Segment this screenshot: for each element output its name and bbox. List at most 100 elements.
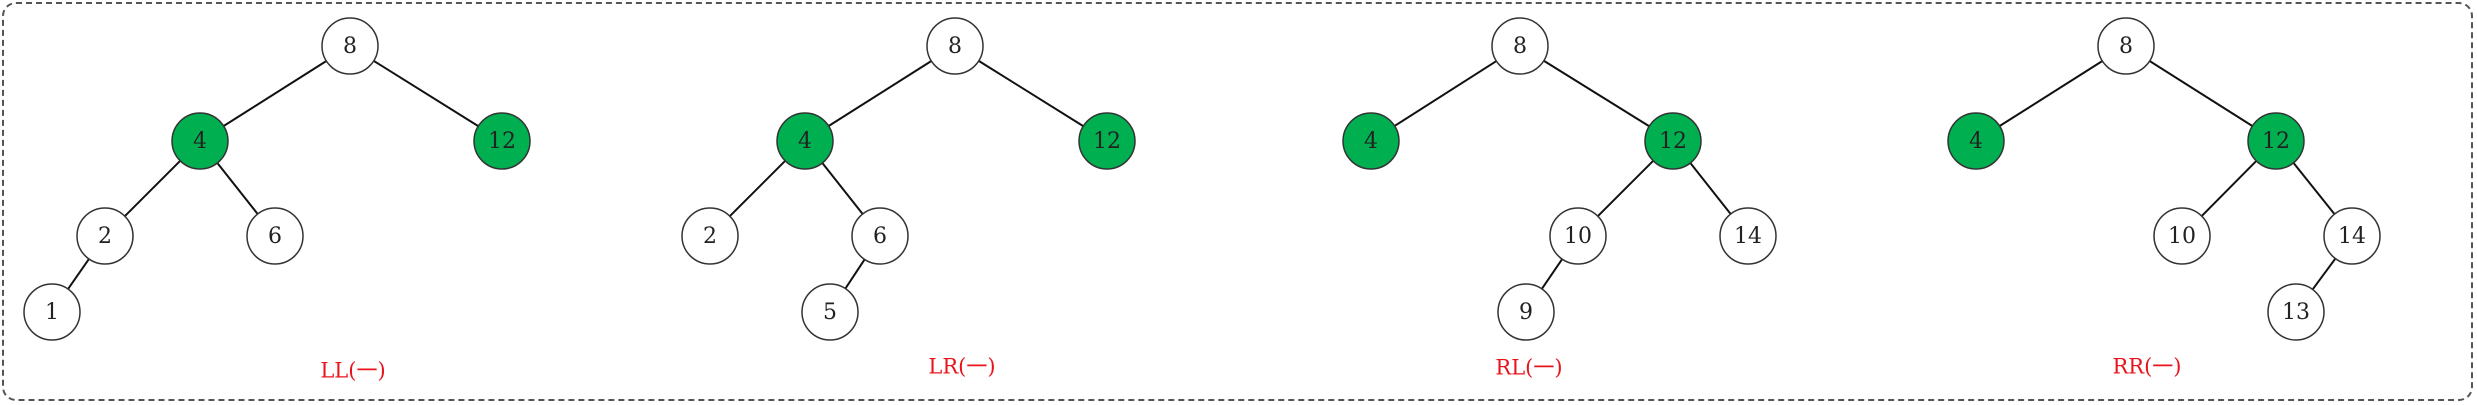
- edge-n2-n1: [67, 258, 90, 290]
- tree-node: 10: [2153, 207, 2211, 265]
- node-label: 14: [1734, 224, 1762, 249]
- node-label: 5: [823, 300, 837, 325]
- node-circle: [1342, 112, 1400, 170]
- tree-node: 14: [2323, 207, 2381, 265]
- case-caption: RR(一): [2112, 355, 2181, 379]
- node-circle: [171, 112, 229, 170]
- tree-node: 6: [246, 207, 304, 265]
- edge-n4-n6: [821, 162, 864, 215]
- node-label: 8: [343, 34, 357, 59]
- tree-node: 8: [926, 17, 984, 75]
- node-circle: [1491, 17, 1549, 75]
- node-label: 12: [2262, 129, 2290, 154]
- node-circle: [2097, 17, 2155, 75]
- edge-n12-n14: [2292, 162, 2336, 215]
- case-caption: RL(一): [1495, 356, 1562, 380]
- edge-n8-n12: [2149, 60, 2253, 127]
- node-label: 8: [2119, 34, 2133, 59]
- tree-node: 12: [2247, 112, 2305, 170]
- case-caption: LL(一): [320, 359, 385, 383]
- edge-n8-n12: [1543, 59, 1650, 128]
- tree-node: 12: [1644, 112, 1702, 170]
- tree-node: 4: [171, 112, 229, 170]
- node-circle: [1947, 112, 2005, 170]
- tree-node: 12: [1078, 112, 1136, 170]
- node-circle: [23, 283, 81, 341]
- node-circle: [1549, 207, 1607, 265]
- node-label: 12: [1659, 129, 1687, 154]
- tree-node: 12: [473, 112, 531, 170]
- edge-n8-n12: [373, 59, 479, 128]
- node-label: 12: [488, 129, 516, 154]
- node-circle: [76, 207, 134, 265]
- node-label: 4: [193, 129, 207, 154]
- node-label: 14: [2338, 224, 2366, 249]
- edge-n14-n13: [2311, 257, 2337, 291]
- node-circle: [321, 17, 379, 75]
- node-label: 8: [1513, 34, 1527, 59]
- node-label: 1: [45, 300, 59, 325]
- edge-n8-n4: [223, 60, 327, 127]
- node-label: 2: [703, 224, 717, 249]
- case-caption: LR(一): [928, 355, 995, 379]
- node-label: 10: [2168, 224, 2196, 249]
- tree-1: 8 4 12 2 6 1LL(一): [23, 17, 531, 383]
- node-circle: [473, 112, 531, 170]
- tree-node: 8: [2097, 17, 2155, 75]
- tree-node: 4: [1947, 112, 2005, 170]
- node-label: 9: [1519, 300, 1533, 325]
- edge-n4-n2: [729, 160, 786, 217]
- tree-3: 8 4 12 10 14 9RL(一): [1342, 17, 1777, 380]
- node-circle: [851, 207, 909, 265]
- node-label: 4: [1364, 129, 1378, 154]
- node-label: 6: [268, 224, 282, 249]
- tree-node: 4: [776, 112, 834, 170]
- node-circle: [1497, 283, 1555, 341]
- edge-n4-n6: [216, 162, 259, 215]
- tree-node: 6: [851, 207, 909, 265]
- edge-n4-n2: [124, 160, 181, 217]
- tree-node: 8: [321, 17, 379, 75]
- tree-node: 2: [681, 207, 739, 265]
- tree-node: 14: [1719, 207, 1777, 265]
- edge-n6-n5: [844, 258, 866, 290]
- edge-n12-n10: [2200, 160, 2258, 217]
- node-label: 12: [1093, 129, 1121, 154]
- node-circle: [926, 17, 984, 75]
- tree-node: 13: [2267, 283, 2325, 341]
- edge-n12-n14: [1689, 162, 1732, 215]
- node-circle: [2267, 283, 2325, 341]
- node-label: 13: [2282, 300, 2310, 325]
- edge-n12-n10: [1597, 160, 1654, 217]
- node-label: 2: [98, 224, 112, 249]
- tree-node: 8: [1491, 17, 1549, 75]
- tree-node: 9: [1497, 283, 1555, 341]
- node-circle: [2247, 112, 2305, 170]
- edge-n8-n4: [828, 60, 932, 127]
- node-circle: [2323, 207, 2381, 265]
- node-circle: [1719, 207, 1777, 265]
- node-label: 4: [1969, 129, 1983, 154]
- edge-n8-n12: [978, 59, 1084, 128]
- node-label: 4: [798, 129, 812, 154]
- tree-node: 5: [801, 283, 859, 341]
- edge-n8-n4: [1394, 60, 1497, 127]
- tree-node: 10: [1549, 207, 1607, 265]
- node-label: 8: [948, 34, 962, 59]
- tree-node: 2: [76, 207, 134, 265]
- edge-n10-n9: [1540, 258, 1564, 290]
- tree-node: 1: [23, 283, 81, 341]
- tree-2: 8 4 12 2 6 5LR(一): [681, 17, 1136, 379]
- node-circle: [246, 207, 304, 265]
- node-circle: [681, 207, 739, 265]
- node-circle: [776, 112, 834, 170]
- tree-node: 4: [1342, 112, 1400, 170]
- node-circle: [1644, 112, 1702, 170]
- node-label: 6: [873, 224, 887, 249]
- node-circle: [2153, 207, 2211, 265]
- node-circle: [1078, 112, 1136, 170]
- node-label: 10: [1564, 224, 1592, 249]
